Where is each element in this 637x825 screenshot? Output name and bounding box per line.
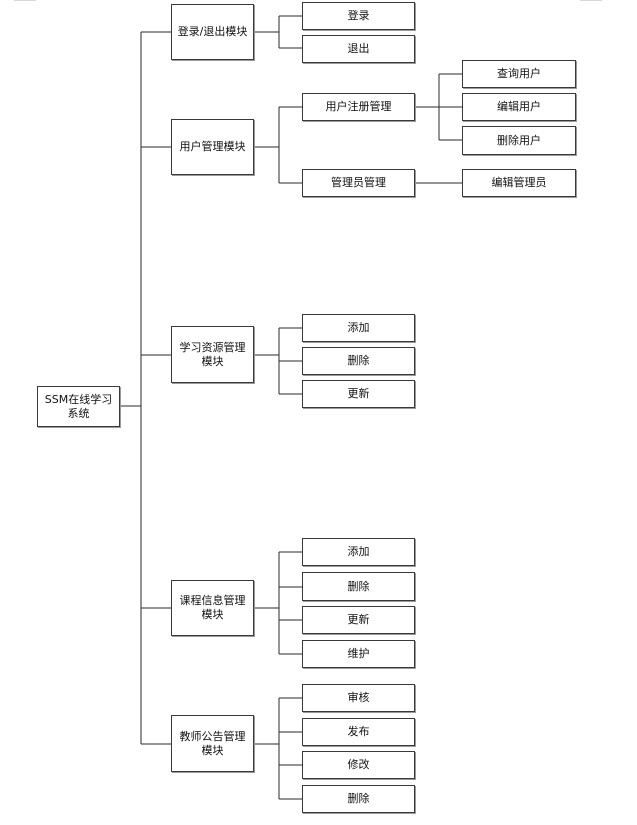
node-login: 登录: [302, 2, 415, 30]
node-course-update: 更新: [302, 606, 415, 634]
node-resource-add: 添加: [302, 314, 415, 342]
top-edge-mark-right: [580, 0, 602, 1]
node-edit-admin: 编辑管理员: [462, 169, 576, 197]
node-user-registration-management: 用户注册管理: [302, 93, 415, 121]
node-notice-modify: 修改: [302, 751, 415, 779]
node-logout: 退出: [302, 35, 415, 63]
node-notice-review: 审核: [302, 684, 415, 712]
node-course-delete: 删除: [302, 572, 415, 601]
root-node: SSM在线学习 系统: [37, 386, 120, 427]
node-course-maintain: 维护: [302, 640, 415, 668]
module-learning-resources: 学习资源管理 模块: [171, 326, 254, 383]
node-delete-user: 删除用户: [462, 126, 576, 155]
node-admin-management: 管理员管理: [302, 169, 415, 197]
node-resource-update: 更新: [302, 380, 415, 408]
module-teacher-notice: 教师公告管理 模块: [171, 715, 254, 772]
top-edge-mark-left: [14, 0, 36, 1]
node-notice-delete: 删除: [302, 785, 415, 813]
node-notice-publish: 发布: [302, 718, 415, 746]
module-user-management: 用户管理模块: [171, 119, 254, 175]
node-resource-delete: 删除: [302, 347, 415, 375]
module-course-info: 课程信息管理 模块: [171, 580, 254, 636]
node-edit-user: 编辑用户: [462, 93, 576, 121]
node-query-user: 查询用户: [462, 60, 576, 88]
module-login-logout: 登录/退出模块: [171, 4, 254, 60]
node-course-add: 添加: [302, 538, 415, 566]
